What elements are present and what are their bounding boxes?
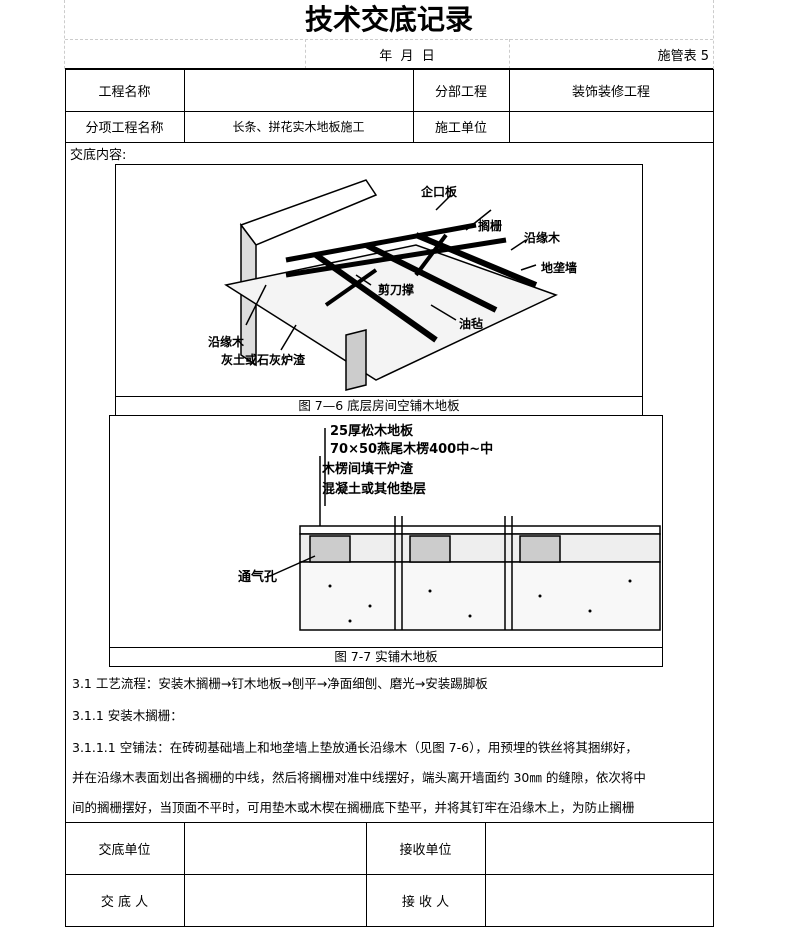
handover-person-label: 交 底 人 — [100, 894, 149, 910]
receiver-unit-value[interactable] — [485, 822, 713, 874]
figure-label: 搁栅 — [478, 219, 503, 233]
floor-joist-diagram — [224, 179, 558, 391]
figure-label: 灰土或石灰炉渣 — [221, 353, 306, 367]
figure-caption: 图 7-7 实铺木地板 — [110, 647, 662, 666]
table-border — [413, 69, 414, 142]
table-border — [65, 926, 713, 927]
figure-label: 木楞间填干炉渣 — [322, 462, 414, 477]
figure-label: 油毡 — [459, 317, 484, 331]
figure-label: 企口板 — [421, 185, 458, 199]
table-border — [65, 874, 713, 875]
table-border — [65, 68, 713, 70]
grid-line — [64, 0, 65, 69]
table-border — [366, 822, 367, 926]
contractor-label: 施工单位 — [434, 121, 487, 136]
division-label: 分部工程 — [434, 84, 487, 100]
receiver-person-label: 接 收 人 — [401, 894, 450, 910]
project-name-value[interactable] — [184, 69, 413, 111]
solid-floor-diagram — [269, 428, 661, 631]
grid-line — [713, 0, 714, 69]
paragraph: 3.1.1.1 空铺法：在砖砌基础墙上和地垄墙上垫放通长沿缘木（见图 7-6），… — [72, 740, 638, 755]
table-border — [184, 69, 185, 142]
grid-line — [65, 39, 713, 40]
figure-label: 25厚松木地板 — [330, 424, 414, 439]
receiver-person-value[interactable] — [485, 874, 713, 926]
figure-7-6: 企口板 搁栅 沿缘木 地垄墙 剪刀撑 油毡 沿缘木 灰土或石灰炉渣 图 7—6 … — [115, 164, 643, 416]
table-border — [509, 69, 510, 142]
handover-unit-label: 交底单位 — [98, 842, 151, 858]
table-border — [65, 142, 713, 143]
figure-label: 70×50燕尾木楞400中~中 — [330, 442, 494, 457]
table-border — [65, 69, 66, 927]
paragraph: 3.1 工艺流程：安装木搁栅→钉木地板→刨平→净面细刨、磨光→安装踢脚板 — [72, 676, 488, 691]
handover-person-value[interactable] — [184, 874, 366, 926]
subitem-value[interactable]: 长条、拼花实木地板施工 — [232, 120, 365, 134]
table-border — [65, 111, 713, 112]
grid-line — [509, 39, 510, 69]
contractor-value[interactable] — [509, 111, 713, 142]
form-number: 施管表 5 — [657, 48, 709, 64]
page-title: 技术交底记录 — [304, 3, 473, 36]
figure-label: 剪刀撑 — [378, 283, 415, 297]
project-name-label: 工程名称 — [98, 84, 151, 100]
grid-line — [305, 39, 306, 69]
date-label: 年 月 日 — [379, 48, 435, 64]
paragraph: 间的搁栅摆好，当顶面不平时，可用垫木或木楔在搁栅底下垫平，并将其钉牢在沿缘木上，… — [72, 800, 635, 815]
figure-caption: 图 7—6 底层房间空铺木地板 — [116, 396, 642, 415]
figure-label: 混凝土或其他垫层 — [322, 482, 427, 497]
paragraph: 3.1.1 安装木搁栅： — [72, 708, 183, 723]
content-label: 交底内容: — [70, 148, 127, 163]
figure-label: 地垄墙 — [541, 261, 578, 275]
figure-7-7: 25厚松木地板 70×50燕尾木楞400中~中 木楞间填干炉渣 混凝土或其他垫层… — [109, 415, 663, 667]
receiver-unit-label: 接收单位 — [399, 842, 452, 858]
handover-unit-value[interactable] — [184, 822, 366, 874]
table-border — [184, 822, 185, 926]
figure-label: 沿缘木 — [208, 335, 245, 349]
table-border — [713, 69, 714, 927]
table-border — [65, 822, 713, 823]
subitem-label: 分项工程名称 — [85, 121, 164, 136]
table-border — [485, 822, 486, 926]
division-value[interactable]: 装饰装修工程 — [571, 84, 650, 100]
figure-label: 通气孔 — [238, 570, 278, 585]
paragraph: 并在沿缘木表面划出各搁栅的中线，然后将搁栅对准中线摆好，端头离开墙面约 30㎜ … — [72, 770, 646, 785]
figure-label: 沿缘木 — [524, 231, 561, 245]
